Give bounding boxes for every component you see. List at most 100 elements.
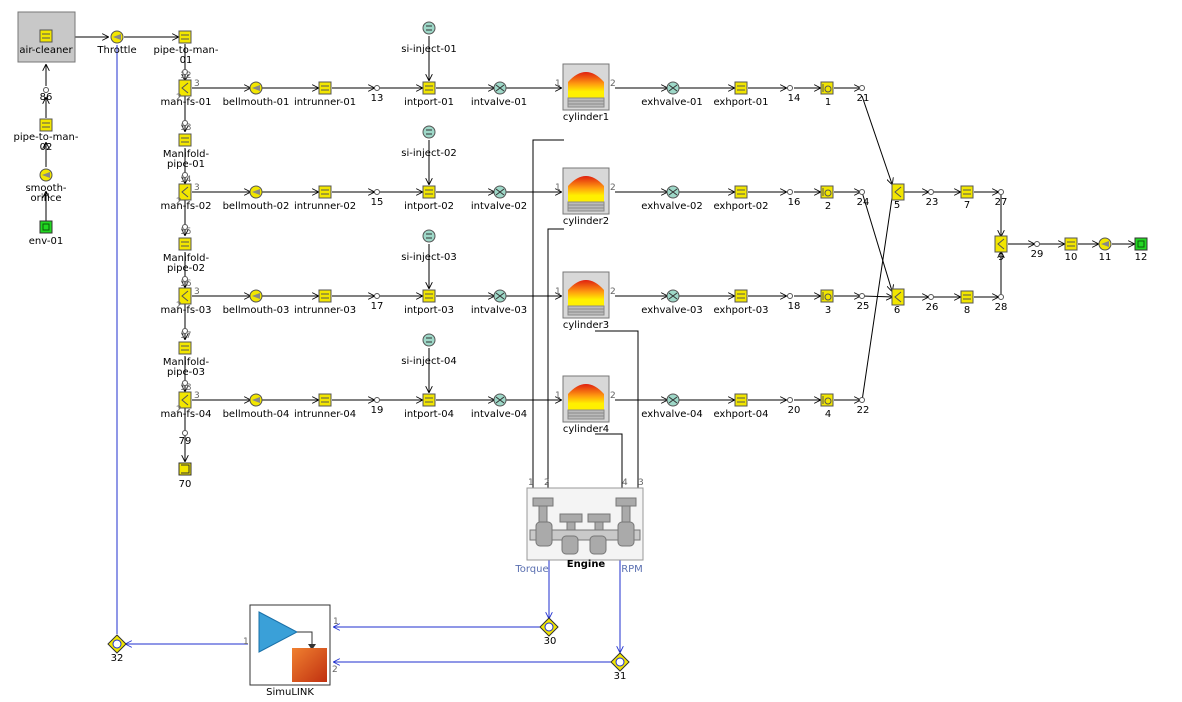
node-79[interactable]: 79 xyxy=(179,430,192,448)
svg-text:79: 79 xyxy=(179,436,192,447)
exhvalve-4[interactable]: exhvalve-04 xyxy=(641,393,703,420)
pipe-10[interactable]: 10 xyxy=(1064,237,1078,263)
air-cleaner-block[interactable]: air-cleaner xyxy=(17,11,76,63)
intake-node-4[interactable]: 19 xyxy=(371,397,384,417)
intake-node-2[interactable]: 15 xyxy=(371,189,384,209)
exhaust-bend-1[interactable]: 1 xyxy=(820,81,834,108)
intport-4[interactable]: intport-04 xyxy=(404,393,454,420)
intrunner-3[interactable]: intrunner-03 xyxy=(294,289,356,316)
exhvalve-1[interactable]: exhvalve-01 xyxy=(641,81,703,108)
exhport-4[interactable]: exhport-04 xyxy=(713,393,769,420)
merge-node-2[interactable]: 24 xyxy=(857,189,870,209)
svg-text:2: 2 xyxy=(610,391,616,401)
engine-block[interactable]: Engine Torque RPM 1 2 4 3 xyxy=(514,478,643,575)
pipe-to-man-02-block[interactable]: pipe-to-man-02 xyxy=(14,118,79,153)
exhport-label: exhport-03 xyxy=(713,305,768,316)
intake-node-1[interactable]: 13 xyxy=(371,85,384,105)
merge-node-1[interactable]: 21 xyxy=(857,85,870,105)
exhport-3[interactable]: exhport-03 xyxy=(713,289,769,316)
intport-3[interactable]: intport-03 xyxy=(404,289,454,316)
smooth-orifice-block[interactable]: smooth-orifice xyxy=(25,168,67,204)
bellmouth-1[interactable]: bellmouth-01 xyxy=(223,81,290,108)
exhaust-bend-2[interactable]: 2 xyxy=(820,185,834,212)
node-23[interactable]: 23 xyxy=(926,189,939,209)
exhaust-node-2[interactable]: 16 xyxy=(787,189,801,209)
simulink-label: SimuLINK xyxy=(266,687,314,698)
intvalve-1[interactable]: intvalve-01 xyxy=(471,81,527,108)
node-26[interactable]: 26 xyxy=(926,294,939,314)
exhaust-node-4[interactable]: 20 xyxy=(787,397,801,417)
manifold-pipe-1[interactable]: Manifold-pipe-01 xyxy=(163,133,210,170)
exhvalve-3[interactable]: exhvalve-03 xyxy=(641,289,703,316)
flowsplit-label: 5 xyxy=(894,200,900,211)
si-inject-label: si-inject-04 xyxy=(401,356,456,367)
flowsplit-9[interactable]: 9 xyxy=(994,235,1008,263)
intport-1[interactable]: intport-01 xyxy=(404,81,454,108)
bend-label: 3 xyxy=(825,305,831,316)
flowsplit-6[interactable]: 6 xyxy=(891,288,905,316)
si-inject-4[interactable]: si-inject-04 xyxy=(401,333,457,367)
smooth-orifice-label: smooth-orifice xyxy=(25,183,66,204)
manifold-pipe-2[interactable]: Manifold-pipe-02 xyxy=(163,237,210,274)
orifice-11[interactable]: 11 xyxy=(1098,237,1112,263)
end-cap-70[interactable]: 70 xyxy=(178,462,192,490)
simulink-block[interactable]: SimuLINK 1 2 1 xyxy=(243,604,339,698)
intake-node-3[interactable]: 17 xyxy=(371,293,384,313)
node-29[interactable]: 29 xyxy=(1031,241,1044,261)
man-fs-label: man-fs-01 xyxy=(161,97,212,108)
exhaust-node-3[interactable]: 18 xyxy=(787,293,801,313)
sensor-32[interactable]: 32 xyxy=(107,634,127,664)
intrunner-1[interactable]: intrunner-01 xyxy=(294,81,356,108)
bellmouth-4[interactable]: bellmouth-04 xyxy=(223,393,290,420)
merge-node-4[interactable]: 22 xyxy=(857,397,870,417)
node-28[interactable]: 28 xyxy=(995,294,1008,314)
manifold-pipe-3[interactable]: Manifold-pipe-03 xyxy=(163,341,210,378)
flowsplit-5[interactable]: 5 xyxy=(891,183,905,211)
intport-2[interactable]: intport-02 xyxy=(404,185,454,212)
exhaust-node-1[interactable]: 14 xyxy=(787,85,801,105)
pipe-8[interactable]: 8 xyxy=(960,290,974,316)
exhaust-bend-4[interactable]: 4 xyxy=(820,393,834,420)
node-label: 21 xyxy=(857,93,870,104)
intvalve-label: intvalve-01 xyxy=(471,97,527,108)
exhvalve-2[interactable]: exhvalve-02 xyxy=(641,185,703,212)
node-label: 18 xyxy=(788,301,801,312)
bellmouth-3[interactable]: bellmouth-03 xyxy=(223,289,290,316)
throttle-label: Throttle xyxy=(96,45,136,56)
sensor-30[interactable]: 30 xyxy=(539,617,559,647)
node-27[interactable]: 27 xyxy=(995,189,1008,209)
pipe-to-man-01-block[interactable]: pipe-to-man-01 xyxy=(154,30,219,66)
svg-text:1: 1 xyxy=(333,617,339,627)
intvalve-2[interactable]: intvalve-02 xyxy=(471,185,527,212)
cylinder-label: cylinder4 xyxy=(563,424,609,435)
merge-node-3[interactable]: 25 xyxy=(857,293,870,313)
throttle-block[interactable]: Throttle xyxy=(96,30,137,56)
svg-text:32: 32 xyxy=(111,653,124,664)
exhport-1[interactable]: exhport-01 xyxy=(713,81,769,108)
exhport-2[interactable]: exhport-02 xyxy=(713,185,769,212)
intrunner-2[interactable]: intrunner-02 xyxy=(294,185,356,212)
svg-text:3: 3 xyxy=(194,79,200,89)
bellmouth-2[interactable]: bellmouth-02 xyxy=(223,185,290,212)
intrunner-4[interactable]: intrunner-04 xyxy=(294,393,356,420)
node-86[interactable]: 86 xyxy=(40,87,53,104)
intvalve-4[interactable]: intvalve-04 xyxy=(471,393,527,420)
si-inject-1[interactable]: si-inject-01 xyxy=(401,21,457,55)
si-inject-2[interactable]: si-inject-02 xyxy=(401,125,457,159)
env-12[interactable]: 12 xyxy=(1134,237,1148,263)
intvalve-3[interactable]: intvalve-03 xyxy=(471,289,527,316)
si-inject-3[interactable]: si-inject-03 xyxy=(401,229,457,263)
node-label: 28 xyxy=(995,302,1008,313)
exhaust-bend-3[interactable]: 3 xyxy=(820,289,834,316)
pipe-7[interactable]: 7 xyxy=(960,185,974,211)
sensor-31[interactable]: 31 xyxy=(610,652,630,682)
env-01-block[interactable]: env-01 xyxy=(29,220,63,247)
